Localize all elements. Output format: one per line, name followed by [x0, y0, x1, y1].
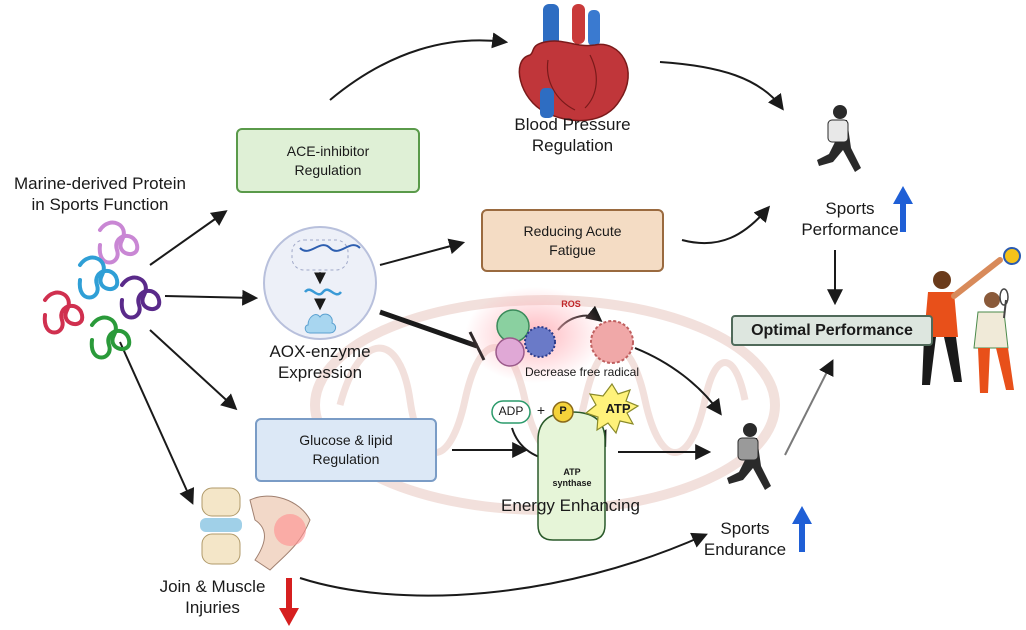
- runner-icon: [727, 423, 771, 490]
- optimal-label: Optimal Performance: [751, 321, 913, 339]
- aox-line2: Expression: [277, 363, 363, 383]
- bp-line2: Regulation: [531, 136, 614, 156]
- arrow-radical-to-endurance: [634, 347, 722, 416]
- arrow-ace-to-heart: [329, 32, 509, 101]
- fatigue-line2: Fatigue: [549, 241, 596, 258]
- se-line1: Sports: [720, 519, 770, 538]
- arrow-fatigue-to-performance: [681, 205, 771, 245]
- atp-synthase-icon: [491, 382, 640, 541]
- dna-icon: [299, 244, 361, 252]
- synthase-line1: ATP: [563, 467, 581, 477]
- ace-line2: Regulation: [294, 161, 362, 178]
- injury-label: Join & Muscle Injuries: [150, 576, 275, 619]
- atp-label: ATP: [605, 401, 631, 416]
- arrow-protein-to-injury: [119, 341, 195, 505]
- ros-label: ROS: [561, 299, 581, 309]
- decrease-arrow-injury: [279, 578, 299, 626]
- flow-arrows: [119, 32, 843, 597]
- ace-inhibitor-box: ACE-inhibitor Regulation: [236, 128, 420, 193]
- p-label: P: [559, 405, 567, 417]
- bp-line1: Blood Pressure: [514, 115, 631, 134]
- aox-line1: AOX-enzyme: [269, 342, 371, 361]
- blood-pressure-label: Blood Pressure Regulation: [480, 114, 665, 157]
- sports-endurance-label: Sports Endurance: [690, 518, 800, 561]
- energy-enhancing-label: Energy Enhancing: [501, 496, 640, 515]
- arrow-protein-to-glucose: [149, 329, 238, 411]
- reducing-fatigue-box: Reducing Acute Fatigue: [481, 209, 664, 272]
- fatigue-line1: Reducing Acute: [523, 222, 622, 239]
- arrow-aox-to-fatigue: [379, 238, 466, 266]
- plus-label: +: [536, 402, 546, 418]
- volleyball-icon: [1003, 247, 1021, 265]
- free-radical-label: Decrease free radical: [524, 365, 640, 379]
- title-line1: Marine-derived Protein: [14, 174, 186, 193]
- heart-icon: [518, 4, 629, 122]
- injury-line1: Join & Muscle: [159, 577, 266, 596]
- optimal-performance-box: Optimal Performance: [731, 315, 933, 346]
- aox-enzyme-icon: [263, 226, 377, 340]
- glucose-line2: Regulation: [312, 451, 380, 467]
- increase-arrow-performance: [893, 186, 913, 232]
- immune-cell-icon: [465, 287, 634, 383]
- sports-performance-label: Sports Performance: [790, 198, 910, 241]
- atp-synthase-label: ATP synthase: [541, 467, 603, 490]
- increase-arrow-endurance: [792, 506, 812, 552]
- arrow-heart-to-performance: [659, 61, 784, 111]
- glucose-line1: Glucose & lipid: [299, 432, 393, 449]
- se-line2: Endurance: [703, 540, 787, 560]
- arrow-protein-to-aox: [164, 289, 259, 306]
- aox-label: AOX-enzyme Expression: [240, 341, 400, 384]
- runner-icon: [817, 105, 861, 172]
- arrow-injury-to-endurance: [299, 532, 708, 597]
- arrow-protein-to-ace: [149, 210, 228, 266]
- diagram-title: Marine-derived Protein in Sports Functio…: [0, 173, 200, 216]
- synthase-line2: synthase: [552, 478, 592, 489]
- adp-label: ADP: [498, 404, 524, 418]
- title-line2: in Sports Function: [31, 195, 169, 215]
- protein-icon: [42, 220, 162, 360]
- players-icon: [922, 257, 1014, 393]
- sp-line2: Performance: [801, 220, 899, 240]
- sp-line1: Sports: [825, 199, 875, 218]
- glucose-lipid-box: Glucose & lipid Regulation: [255, 418, 437, 482]
- inhibition-line: [379, 309, 478, 349]
- knee-joint-icon: [200, 487, 311, 571]
- injury-line2: Injuries: [185, 598, 240, 618]
- arrow-endurance-to-optimal: [784, 359, 834, 456]
- ace-line1: ACE-inhibitor: [286, 142, 370, 159]
